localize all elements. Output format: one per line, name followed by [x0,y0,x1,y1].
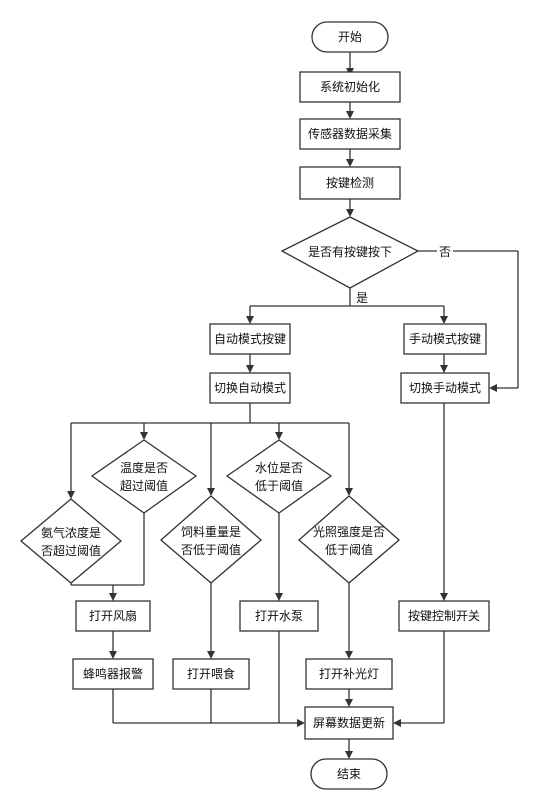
arrow-icon [275,593,283,601]
decision-key-pressed-label: 是否有按键按下 [308,245,392,259]
node-auto-key: 自动模式按键 [209,323,291,355]
arrow-icon [345,751,353,759]
arrow-icon [346,159,354,167]
edge-label-no: 否 [439,245,451,259]
node-switch-auto: 切换自动模式 [209,372,291,404]
node-buzzer-label: 蜂鸣器报警 [83,666,143,681]
decision-water: 水位是否 低于阈值 [225,439,333,514]
node-screen-update: 屏幕数据更新 [304,706,394,740]
node-screen-update-label: 屏幕数据更新 [313,715,385,730]
node-switch-auto-label: 切换自动模式 [214,381,286,395]
arrow-icon [489,384,497,392]
node-collect: 传感器数据采集 [299,118,401,150]
decision-light-label-line1: 光照强度是否 [313,524,385,539]
edges [67,52,519,759]
node-pump-on: 打开水泵 [239,600,319,632]
arrow-icon [109,593,117,601]
node-feed-on: 打开喂食 [172,658,250,690]
node-feed-on-label: 打开喂食 [187,666,235,681]
node-manual-key-label: 手动模式按键 [409,332,481,346]
node-switch-manual-label: 切换手动模式 [409,381,481,395]
arrow-icon [275,432,283,440]
decision-ammonia-label-line1: 氨气浓度是 [41,525,101,540]
arrow-icon [140,432,148,440]
node-light-on: 打开补光灯 [305,658,393,690]
decision-temp-label-line2: 超过阈值 [120,478,168,493]
arrow-icon [440,593,448,601]
arrow-icon [109,651,117,659]
decision-temp: 温度是否 超过阈值 [90,439,198,514]
decision-ammonia-label-line2: 否超过阈值 [41,543,101,558]
decision-key-pressed: 是否有按键按下 [280,216,420,289]
decision-temp-label-line1: 温度是否 [120,460,168,475]
node-auto-key-label: 自动模式按键 [214,332,286,346]
decision-feed-label-line1: 饲料重量是 [181,525,241,539]
node-light-on-label: 打开补光灯 [319,667,379,681]
node-buzzer: 蜂鸣器报警 [72,658,154,690]
node-pump-on-label: 打开水泵 [255,609,303,623]
decision-light: 光照强度是否 低于阈值 [298,495,400,584]
decision-ammonia: 氨气浓度是 否超过阈值 [19,498,123,584]
arrow-icon [207,488,215,496]
arrow-icon [440,365,448,373]
node-end-label: 结束 [337,767,361,781]
node-key-detect-label: 按键检测 [326,175,374,190]
node-fan-on: 打开风扇 [75,600,151,632]
node-fan-on-label: 打开风扇 [89,608,137,623]
decision-feed: 饲料重量是 否低于阈值 [160,495,262,584]
arrow-icon [297,719,305,727]
arrow-icon [207,651,215,659]
node-start: 开始 [311,21,389,53]
arrow-icon [345,488,353,496]
arrow-icon [246,316,254,324]
node-init: 系统初始化 [299,71,401,103]
node-switch-manual: 切换手动模式 [400,372,490,404]
node-collect-label: 传感器数据采集 [308,126,392,141]
arrow-icon [393,719,401,727]
arrow-icon [345,651,353,659]
decision-feed-label-line2: 否低于阈值 [181,542,241,557]
decision-light-label-line2: 低于阈值 [325,542,373,557]
arrow-icon [67,491,75,499]
arrow-icon [345,699,353,707]
decision-water-label-line2: 低于阈值 [255,478,303,493]
decision-water-label-line1: 水位是否 [255,460,303,475]
node-key-control-label: 按键控制开关 [408,609,480,623]
node-key-detect: 按键检测 [299,166,401,200]
arrow-icon [246,365,254,373]
node-key-control: 按键控制开关 [398,600,490,632]
arrow-icon [440,316,448,324]
arrow-icon [346,209,354,217]
node-manual-key: 手动模式按键 [403,323,487,355]
node-init-label: 系统初始化 [320,80,380,94]
edge-label-yes: 是 [356,291,368,305]
node-end: 结束 [310,758,388,790]
arrow-icon [346,111,354,119]
node-start-label: 开始 [338,30,362,44]
